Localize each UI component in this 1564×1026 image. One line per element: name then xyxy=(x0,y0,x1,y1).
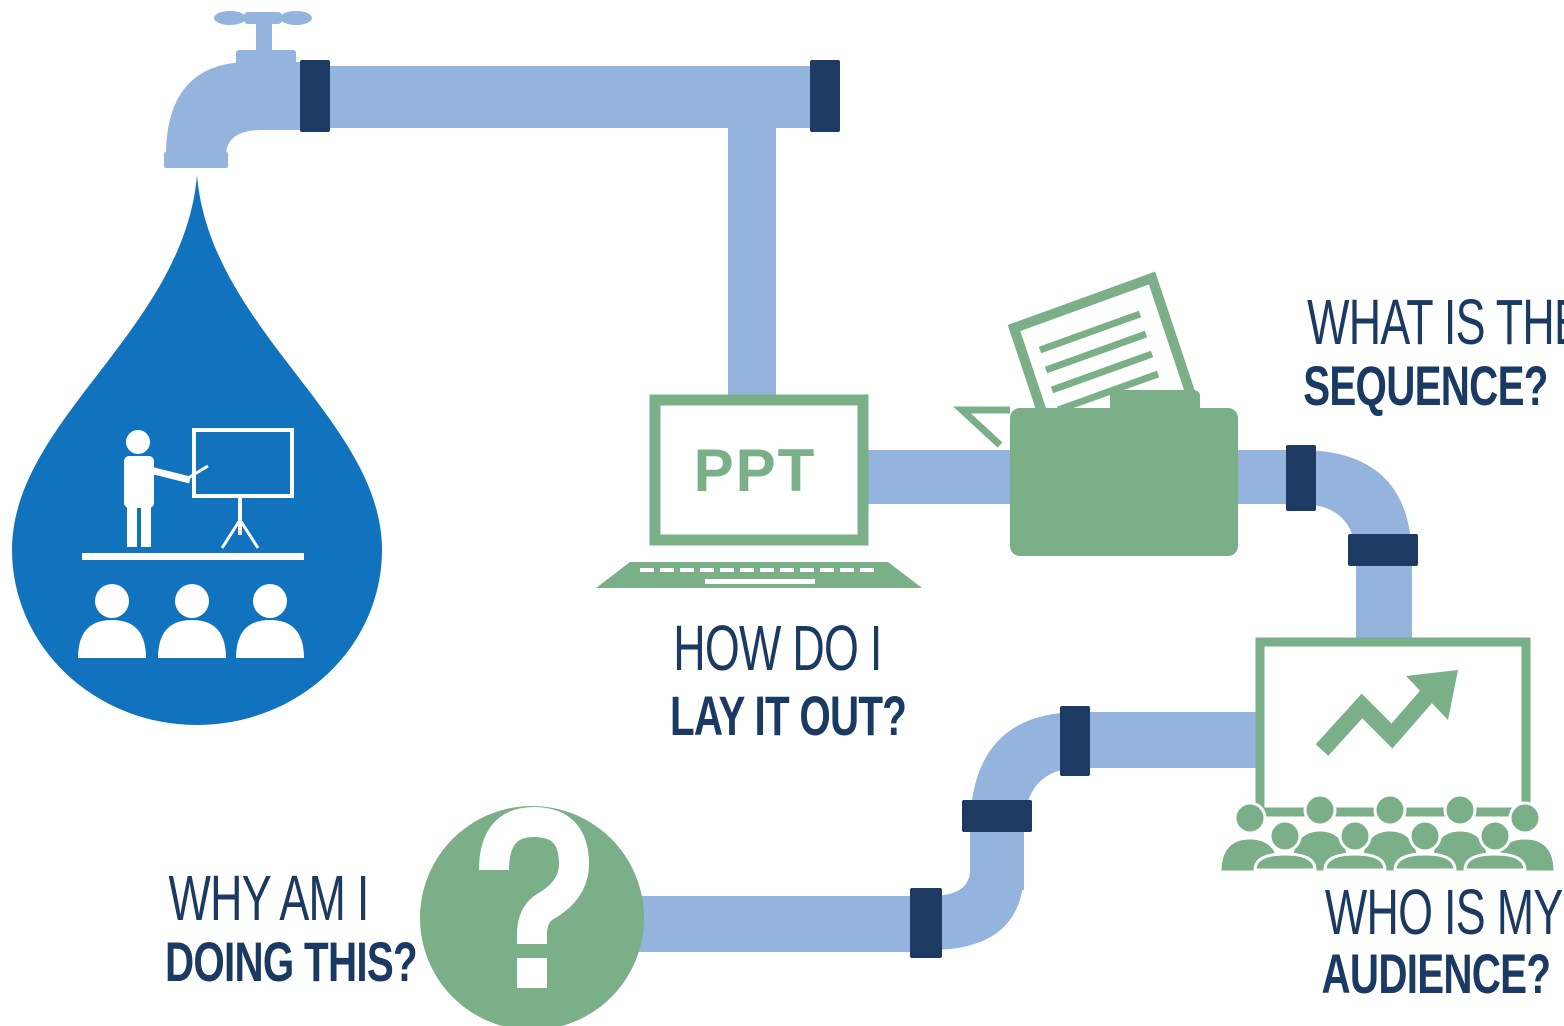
faucet-icon xyxy=(164,11,312,168)
crowd-icon xyxy=(1218,793,1557,874)
layout-question-line1: HOW DO I xyxy=(673,612,882,684)
chart-board-icon xyxy=(1255,637,1531,817)
sequence-question-line2: SEQUENCE? xyxy=(1303,354,1548,417)
audience-question-line2: AUDIENCE? xyxy=(1321,942,1551,1005)
question-mark-icon xyxy=(420,806,644,1026)
laptop-screen-text: PPT xyxy=(693,437,817,504)
why-question-line1: WHY AM I xyxy=(168,862,369,934)
audience-question-line1: WHO IS MY xyxy=(1324,876,1563,948)
sequence-question: WHAT IS THE SEQUENCE? xyxy=(1248,290,1564,414)
audience-icon xyxy=(78,584,304,658)
laptop-icon xyxy=(596,394,922,588)
presenter-icon xyxy=(82,428,304,560)
layout-question-line2: LAY IT OUT? xyxy=(669,684,907,747)
audience-question: WHO IS MY AUDIENCE? xyxy=(1274,880,1564,1002)
sequence-question-line1: WHAT IS THE xyxy=(1307,286,1564,358)
folder-icon xyxy=(1010,390,1238,556)
pipe-couplings xyxy=(300,60,1418,958)
why-question-line2: DOING THIS? xyxy=(164,930,418,993)
layout-question: HOW DO I LAY IT OUT? xyxy=(624,616,952,744)
why-question: WHY AM I DOING THIS? xyxy=(116,866,466,990)
